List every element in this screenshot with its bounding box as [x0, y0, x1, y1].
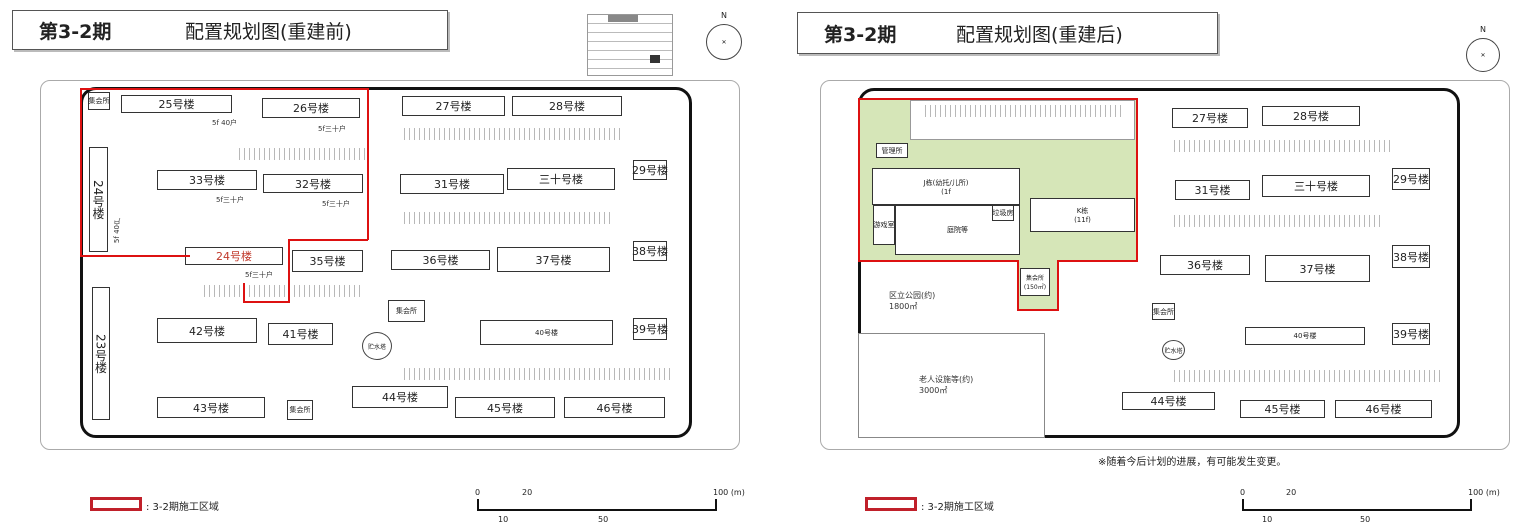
- shed: 垃圾房: [992, 205, 1014, 221]
- building-32: 32号楼: [263, 174, 363, 193]
- building-38: 38号楼: [1392, 245, 1430, 268]
- building-46: 46号楼: [1335, 400, 1432, 418]
- building-28: 28号楼: [512, 96, 622, 116]
- compass-icon: N✕: [1466, 25, 1500, 72]
- title-box: 第3-2期 配置规划图(重建后): [797, 12, 1218, 54]
- legend-swatch: [90, 497, 142, 511]
- site-boundary: [858, 88, 1460, 438]
- building-36: 36号楼: [1160, 255, 1250, 275]
- building-26: 26号楼: [262, 98, 360, 118]
- building-44: 44号楼: [352, 386, 448, 408]
- floor-note: 5f三十户: [318, 125, 346, 133]
- unit-table: [587, 14, 673, 76]
- road: [40, 80, 740, 450]
- building-37: 37号楼: [497, 247, 610, 272]
- building-29: 29号楼: [632, 160, 668, 180]
- building-39: 39号楼: [632, 318, 668, 340]
- building-40: 40号楼: [1245, 327, 1365, 345]
- building-46: 46号楼: [564, 397, 665, 418]
- scale-bar: [477, 499, 717, 511]
- building-36: 36号楼: [391, 250, 490, 270]
- plan-after: 第3-2期 配置规划图(重建后) N✕ J栋(幼托/儿所)(1f 庭院等 游戏室…: [770, 0, 1534, 529]
- title-box: 第3-2期 配置规划图(重建前): [12, 10, 448, 50]
- legend-label: : 3-2期施工区域: [921, 502, 994, 513]
- building-28: 28号楼: [1262, 106, 1360, 126]
- building-30: 三十号楼: [1262, 175, 1370, 197]
- building-30: 三十号楼: [507, 168, 615, 190]
- office: 管理所: [876, 143, 908, 158]
- plan-before: 第3-2期 配置规划图(重建前) N✕ 25号楼 26号楼 33号楼 32号楼 …: [0, 0, 765, 529]
- meeting-hall: 集会所: [287, 400, 313, 420]
- park-area: 区立公园(约)1800㎡: [885, 286, 940, 316]
- legend-swatch: [865, 497, 917, 511]
- meeting-hall-new: 集会所(150㎡): [1020, 268, 1050, 296]
- building-45: 45号楼: [455, 397, 555, 418]
- legend-label: : 3-2期施工区域: [146, 502, 219, 513]
- elder-facility-area: 老人设施等(约)3000㎡: [858, 333, 1045, 438]
- disclaimer: ※随着今后计划的进展，有可能发生变更。: [1098, 457, 1287, 468]
- building-j: J栋(幼托/儿所)(1f: [872, 168, 1020, 205]
- water-tower: 贮水塔: [1162, 340, 1185, 360]
- building-31: 31号楼: [400, 174, 504, 194]
- building-41: 41号楼: [268, 323, 333, 345]
- floor-note: 5f 40户: [113, 218, 121, 244]
- floor-note: 5f三十户: [245, 271, 273, 279]
- floor-note: 5f三十户: [216, 196, 244, 204]
- building-24-vertical: 24号楼: [89, 147, 108, 252]
- phase-label: 第3-2期: [39, 20, 112, 43]
- building-44: 44号楼: [1122, 392, 1215, 410]
- building-35: 35号楼: [292, 250, 363, 272]
- meeting-hall: 集会所: [1152, 303, 1175, 320]
- building-45: 45号楼: [1240, 400, 1325, 418]
- building-27: 27号楼: [402, 96, 505, 116]
- building-27: 27号楼: [1172, 108, 1248, 128]
- building-33: 33号楼: [157, 170, 257, 190]
- building-40: 40号楼: [480, 320, 613, 345]
- floor-note: 5f 40户: [212, 119, 238, 127]
- building-37: 37号楼: [1265, 255, 1370, 282]
- building-24: 24号楼: [185, 247, 283, 265]
- building-42: 42号楼: [157, 318, 257, 343]
- building-39: 39号楼: [1392, 323, 1430, 345]
- site-boundary: [80, 87, 692, 438]
- building-38: 38号楼: [632, 241, 668, 261]
- road: [820, 80, 1510, 450]
- building-25: 25号楼: [121, 95, 232, 113]
- water-tower: 贮水塔: [362, 332, 392, 360]
- meeting-hall: 集会所: [88, 92, 110, 110]
- building-29: 29号楼: [1392, 168, 1430, 190]
- building-k: K栋(11f): [1030, 198, 1135, 232]
- floor-note: 5f三十户: [322, 200, 350, 208]
- scale-bar: [1242, 499, 1472, 511]
- playroom: 游戏室: [873, 205, 895, 245]
- compass-icon: N✕: [706, 11, 742, 60]
- plan-title: 配置规划图(重建后): [956, 23, 1123, 46]
- building-31: 31号楼: [1175, 180, 1250, 200]
- plan-title: 配置规划图(重建前): [185, 20, 352, 43]
- meeting-hall: 集会所: [388, 300, 425, 322]
- building-23: 23号楼: [92, 287, 110, 420]
- phase-label: 第3-2期: [824, 23, 897, 46]
- building-43: 43号楼: [157, 397, 265, 418]
- parking: [910, 100, 1135, 140]
